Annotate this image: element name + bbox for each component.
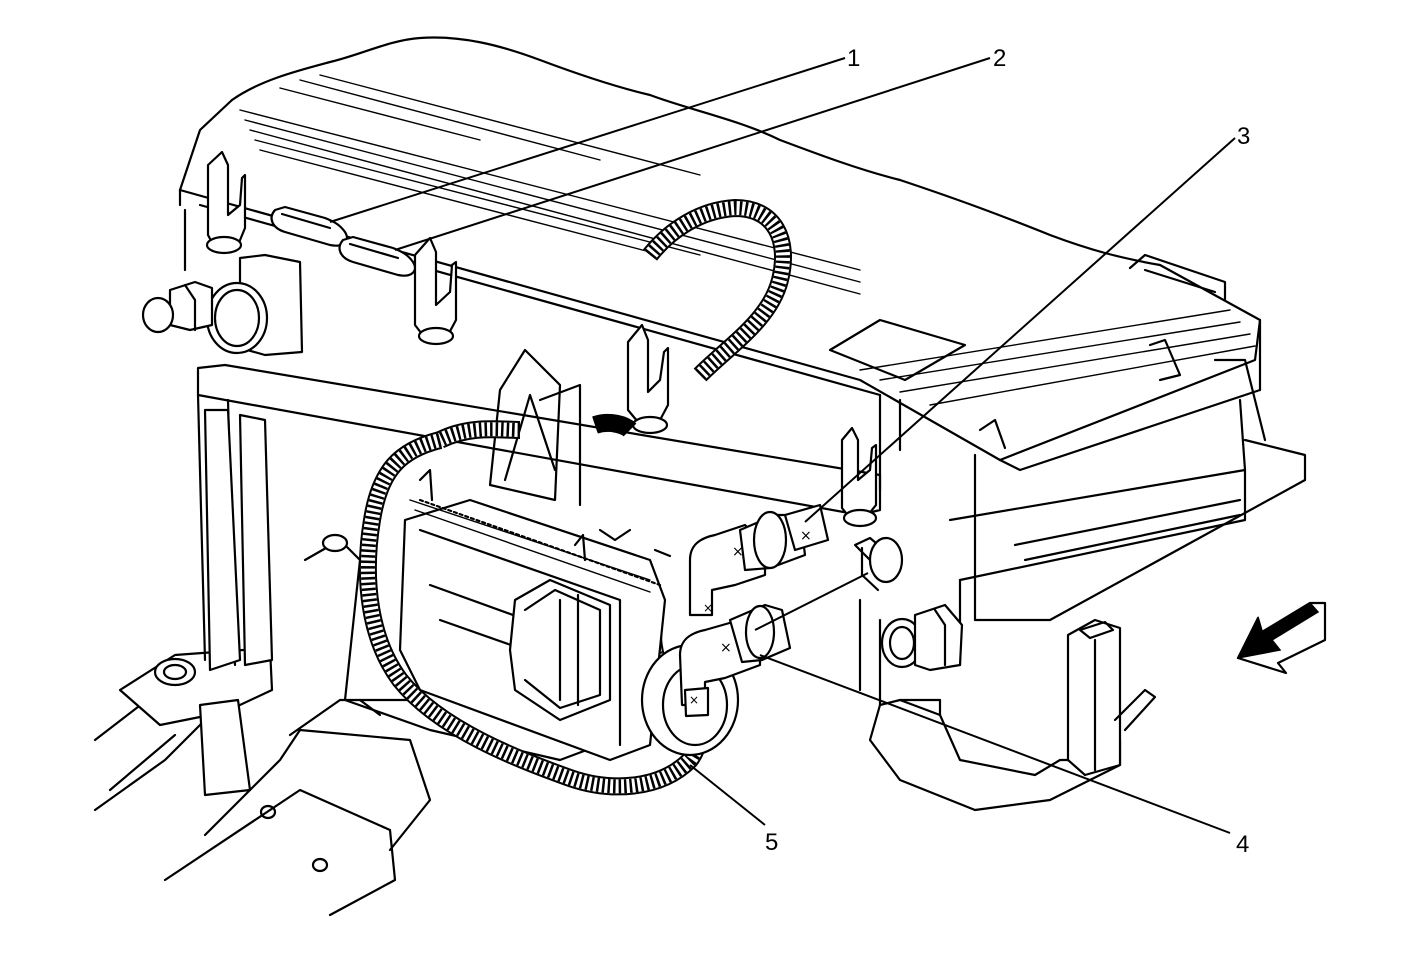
callout-3: 3 bbox=[1237, 123, 1250, 150]
leader-line-2 bbox=[394, 57, 991, 251]
svg-text:×: × bbox=[689, 693, 699, 707]
retaining-clips bbox=[205, 150, 878, 528]
clip-4 bbox=[840, 426, 878, 528]
leader-line-1 bbox=[329, 57, 846, 223]
fuse-cover-2 bbox=[338, 235, 416, 277]
leader-line-4 bbox=[759, 654, 1231, 834]
callout-1: 1 bbox=[847, 45, 860, 72]
connector-5: × × bbox=[678, 536, 904, 718]
connector-3: × × × bbox=[688, 503, 830, 617]
callout-5: 5 bbox=[765, 829, 778, 856]
leader-lines bbox=[329, 57, 1236, 834]
connector-3-marker: × bbox=[732, 544, 744, 560]
clip-3 bbox=[626, 323, 670, 435]
callout-labels: 1 2 3 4 5 bbox=[765, 45, 1250, 858]
front-direction-arrow-icon bbox=[1236, 601, 1327, 675]
svg-text:×: × bbox=[720, 640, 732, 656]
pump-motor bbox=[398, 468, 740, 762]
fuse-cover-1 bbox=[270, 205, 348, 247]
support-stand bbox=[196, 348, 882, 797]
callout-2: 2 bbox=[993, 45, 1006, 72]
svg-text:×: × bbox=[800, 528, 812, 544]
clip-1 bbox=[205, 150, 247, 255]
leader-line-3 bbox=[804, 137, 1236, 523]
svg-text:×: × bbox=[703, 601, 713, 615]
fuse-covers bbox=[270, 205, 416, 277]
leader-line-4a bbox=[754, 572, 869, 631]
module-housing bbox=[178, 36, 1307, 812]
callout-4: 4 bbox=[1236, 831, 1249, 858]
leader-line-5 bbox=[689, 764, 766, 826]
left-coolant-fitting bbox=[141, 253, 304, 357]
clip-2 bbox=[413, 236, 458, 346]
wiring-conduit bbox=[358, 198, 792, 796]
